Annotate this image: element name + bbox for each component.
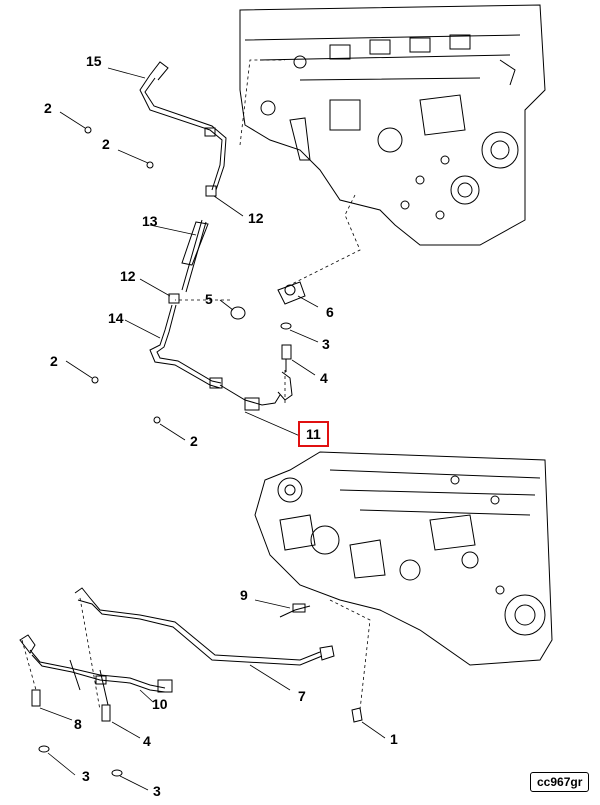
callout-8[interactable]: 8 [74,716,82,732]
fittings-lower [31,689,363,777]
lower-oil-line-assembly [19,587,335,706]
callout-15[interactable]: 15 [86,53,102,69]
callout-3-a[interactable]: 3 [322,336,330,352]
callout-13[interactable]: 13 [142,213,158,229]
callout-3-c[interactable]: 3 [153,783,161,799]
callout-9[interactable]: 9 [240,587,248,603]
upper-oil-line-assembly [139,61,293,411]
callout-12-b[interactable]: 12 [120,268,136,284]
callout-4-b[interactable]: 4 [143,733,151,749]
fittings-upper [230,281,306,372]
bolts [84,126,161,424]
callout-12-a[interactable]: 12 [248,210,264,226]
callout-2-a[interactable]: 2 [44,100,52,116]
callout-7[interactable]: 7 [298,688,306,704]
upper-engine-block [239,4,546,246]
callout-5[interactable]: 5 [205,291,213,307]
callout-2-b[interactable]: 2 [102,136,110,152]
callout-11-highlighted[interactable]: 11 [298,421,329,447]
callout-1[interactable]: 1 [390,731,398,747]
leader-lines [21,59,386,791]
callout-14[interactable]: 14 [108,310,124,326]
callout-2-c[interactable]: 2 [50,353,58,369]
callout-3-b[interactable]: 3 [82,768,90,784]
callout-6[interactable]: 6 [326,304,334,320]
figure-code-label: cc967gr [530,772,590,792]
callout-2-d[interactable]: 2 [190,433,198,449]
lower-engine-block [254,451,553,666]
callout-4-a[interactable]: 4 [320,370,328,386]
callout-10[interactable]: 10 [152,696,168,712]
